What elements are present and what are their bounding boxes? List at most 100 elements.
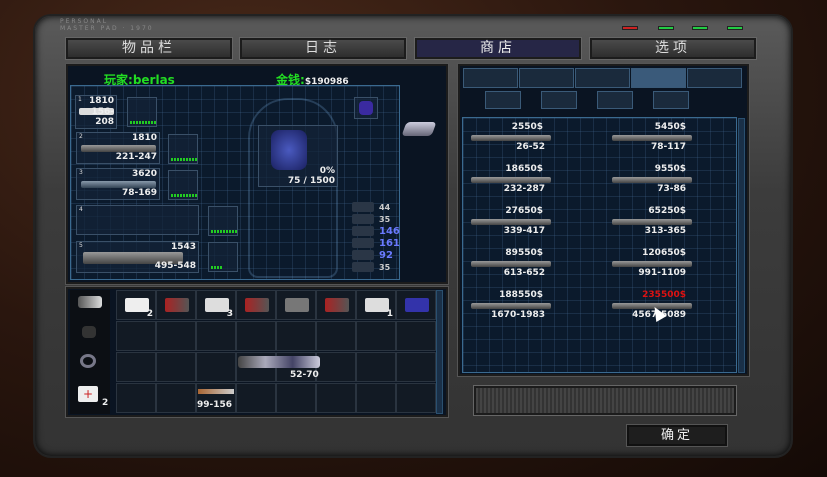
shop-item[interactable]: 18650$ 232-287 — [465, 164, 585, 204]
flashlight-icon[interactable] — [78, 296, 102, 308]
backpack-cell[interactable] — [316, 321, 356, 351]
ammo-slot-2[interactable] — [168, 134, 198, 164]
glove-icon[interactable] — [82, 326, 96, 338]
backpack-cell[interactable] — [156, 352, 196, 382]
backpack-cell[interactable] — [316, 290, 356, 320]
backpack-cell[interactable] — [316, 352, 356, 382]
money-value: $190986 — [304, 77, 349, 87]
item-price: 27650$ — [505, 206, 543, 216]
category-pistol-icon[interactable] — [463, 68, 518, 88]
backpack-scrollbar[interactable] — [436, 290, 443, 414]
backpack-cell[interactable] — [196, 321, 236, 351]
backpack-cell[interactable] — [316, 383, 356, 413]
category-armor-icon[interactable] — [485, 91, 521, 109]
stat-icon — [352, 262, 374, 272]
tab-log[interactable]: 日志 — [239, 37, 407, 60]
weapon-slot-4[interactable]: 4 — [76, 205, 199, 235]
weapon-icon — [612, 219, 692, 225]
backpack-cell[interactable] — [356, 321, 396, 351]
item-damage: 232-287 — [503, 184, 545, 194]
tab-shop[interactable]: 商店 — [414, 37, 582, 60]
backpack-cell[interactable] — [196, 383, 236, 413]
shop-item[interactable]: 65250$313-365 — [606, 206, 726, 246]
implant-icon — [359, 101, 373, 115]
item-price: 2550$ — [511, 122, 543, 132]
item-count: 2 — [146, 309, 153, 319]
ammo-slot-3[interactable] — [168, 170, 198, 200]
backpack-cell[interactable] — [116, 352, 156, 382]
shop-item[interactable]: 9550$73-86 — [606, 164, 726, 204]
backpack-cell[interactable] — [396, 383, 436, 413]
weapon-icon — [612, 261, 692, 267]
shop-categories — [463, 68, 743, 112]
item-damage: 313-365 — [644, 226, 686, 236]
backpack-cell[interactable] — [396, 321, 436, 351]
shop-item[interactable]: 235500$4567-5089 — [606, 290, 726, 330]
weapon-icon — [471, 303, 551, 309]
item-damage: 339-417 — [503, 226, 545, 236]
tab-inventory[interactable]: 物品栏 — [65, 37, 233, 60]
backpack-cell[interactable] — [236, 290, 276, 320]
tab-options[interactable]: 选项 — [589, 37, 757, 60]
backpack-cell[interactable] — [396, 352, 436, 382]
weapon-slot-3[interactable]: 3 3620 78-169 — [76, 168, 160, 200]
ammo-slot-5[interactable] — [208, 242, 238, 272]
shop-item[interactable]: 5450$78-117 — [606, 122, 726, 162]
backpack-cell[interactable]: 1 — [356, 290, 396, 320]
shop-item[interactable]: 188550$1670-1983 — [465, 290, 585, 330]
item-damage: 26-52 — [516, 142, 545, 152]
item-price: 18650$ — [505, 164, 543, 174]
armor-slot[interactable]: 0% 75 / 1500 — [258, 125, 338, 187]
backpack-cell[interactable] — [356, 383, 396, 413]
item-price: 89550$ — [505, 248, 543, 258]
backpack-grid[interactable]: 2 3 1 — [116, 290, 436, 414]
implant-slot[interactable] — [354, 97, 378, 119]
pda-icon[interactable] — [401, 122, 437, 136]
item-count: 3 — [226, 309, 233, 319]
category-gadget-icon[interactable] — [597, 91, 633, 109]
backpack-cell[interactable] — [236, 383, 276, 413]
category-shotgun-icon[interactable] — [519, 68, 574, 88]
weapon-slot-1[interactable]: 1 1810 156-208 — [75, 95, 117, 129]
category-rifle-icon[interactable] — [575, 68, 630, 88]
shop-item[interactable]: 2550$ 26-52 — [465, 122, 585, 162]
backpack-cell[interactable] — [116, 383, 156, 413]
category-misc-icon[interactable] — [653, 91, 689, 109]
weapon-slot-2[interactable]: 2 1810 221-247 — [76, 132, 160, 164]
small-medkit-icon — [365, 298, 389, 312]
shop-item[interactable]: 120650$991-1109 — [606, 248, 726, 288]
status-led — [658, 26, 674, 30]
backpack-cell[interactable] — [396, 290, 436, 320]
medkit-icon[interactable]: + — [78, 386, 98, 402]
plasma-gun-icon[interactable] — [238, 356, 320, 368]
category-ammo-icon[interactable] — [541, 91, 577, 109]
weapon-slot-5[interactable]: 5 1543 495-548 — [76, 241, 199, 273]
backpack-cell[interactable] — [276, 321, 316, 351]
ammo-slot-1[interactable] — [127, 97, 157, 127]
backpack-cell[interactable]: 2 — [116, 290, 156, 320]
backpack-cell[interactable] — [156, 321, 196, 351]
backpack-cell[interactable] — [276, 290, 316, 320]
category-launcher-icon[interactable] — [631, 68, 686, 88]
action-bar[interactable] — [473, 385, 737, 416]
shop-item[interactable]: 27650$ 339-417 — [465, 206, 585, 246]
backpack-cell[interactable] — [236, 321, 276, 351]
backpack-cell[interactable] — [356, 352, 396, 382]
backpack-cell[interactable]: 3 — [196, 290, 236, 320]
backpack-cell[interactable] — [116, 321, 156, 351]
backpack-cell[interactable] — [276, 383, 316, 413]
ring-icon[interactable] — [80, 354, 96, 368]
medkit-icon — [125, 298, 149, 312]
shop-scrollbar[interactable] — [738, 118, 745, 373]
category-heavy-icon[interactable] — [687, 68, 742, 88]
backpack-cell[interactable] — [156, 290, 196, 320]
shop-item[interactable]: 89550$613-652 — [465, 248, 585, 288]
minigun-icon — [83, 252, 183, 264]
confirm-button[interactable]: 确定 — [626, 424, 728, 447]
backpack-cell[interactable] — [196, 352, 236, 382]
backpack-cell[interactable] — [156, 383, 196, 413]
shotgun-icon[interactable] — [198, 389, 234, 394]
ammo-slot-4[interactable] — [208, 206, 238, 236]
quick-slots: + 2 — [70, 290, 110, 414]
